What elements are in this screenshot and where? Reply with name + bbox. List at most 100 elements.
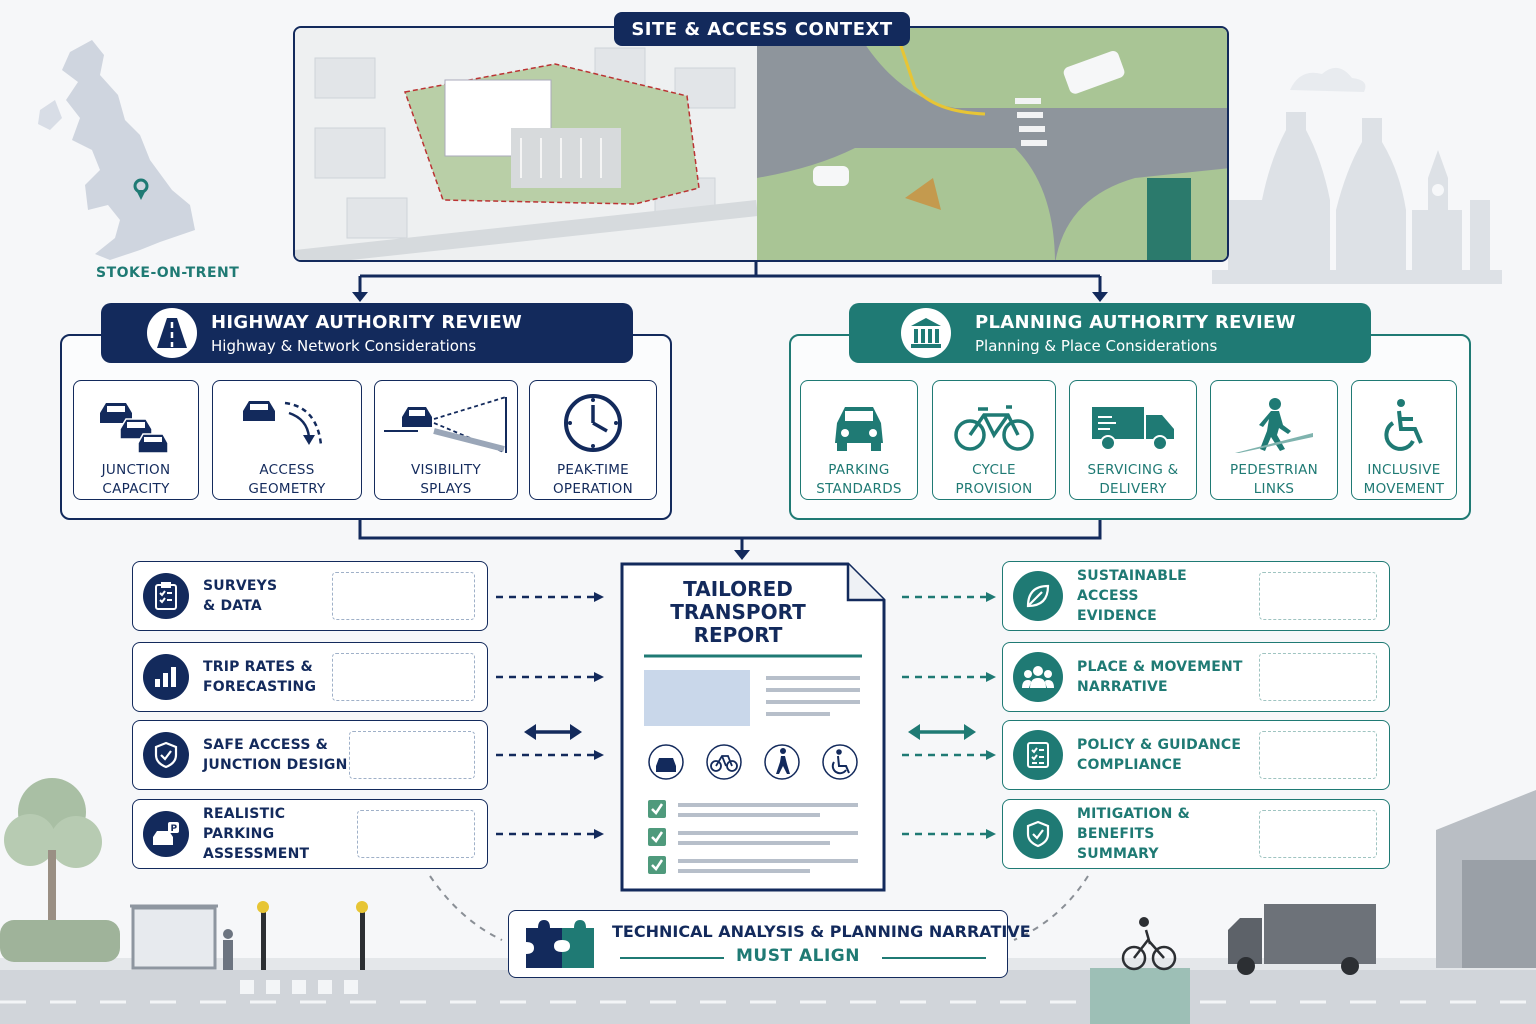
card-label-line1: PARKING	[828, 462, 890, 478]
placeholder-box	[332, 572, 475, 620]
civic-building-icon	[901, 308, 951, 358]
item-label-line1: MITIGATION & BENEFITS	[1077, 806, 1190, 842]
card-label-line1: PEAK-TIME	[556, 462, 630, 478]
card-label-line1: JUNCTION	[101, 462, 171, 478]
card-label-line1: SERVICING &	[1087, 462, 1179, 478]
card-label-line2: CAPACITY	[102, 481, 170, 497]
card-label-line1: CYCLE	[972, 462, 1016, 478]
item-label-line2: ASSESSMENT	[203, 846, 310, 862]
card-visibility-splays: VISIBILITY SPLAYS	[374, 380, 518, 500]
truck-icon	[1090, 391, 1176, 453]
item-label-line1: TRIP RATES &	[203, 659, 313, 675]
clock-icon	[563, 391, 623, 453]
wheelchair-icon	[1379, 391, 1429, 453]
item-mitigation-benefits-summary: MITIGATION & BENEFITS SUMMARY	[1002, 799, 1390, 869]
report-title-line1: TAILORED	[683, 577, 793, 601]
item-label-line2: NARRATIVE	[1077, 679, 1168, 695]
card-label-line2: SPLAYS	[420, 481, 472, 497]
item-label-line2: FORECASTING	[203, 679, 317, 695]
card-label-line2: STANDARDS	[816, 481, 902, 497]
bar-chart-icon	[143, 654, 189, 700]
card-label-line2: LINKS	[1253, 481, 1295, 497]
svg-text:P: P	[171, 824, 178, 834]
planning-authority-header: PLANNING AUTHORITY REVIEW Planning & Pla…	[849, 303, 1371, 363]
item-label-line2: EVIDENCE	[1077, 608, 1157, 624]
report-wheelchair-icon	[831, 749, 850, 775]
card-label-line1: ACCESS	[259, 462, 315, 478]
card-label-line2: OPERATION	[553, 481, 633, 497]
card-inclusive-movement: INCLUSIVE MOVEMENT	[1351, 380, 1457, 500]
item-sustainable-access-evidence: SUSTAINABLE ACCESS EVIDENCE	[1002, 561, 1390, 631]
placeholder-box	[1259, 731, 1377, 779]
report-pedestrian-icon	[776, 748, 790, 774]
planning-review-title: PLANNING AUTHORITY REVIEW	[975, 311, 1296, 333]
planning-review-subtitle: Planning & Place Considerations	[975, 336, 1218, 355]
checklist-icon	[1013, 730, 1063, 780]
item-place-movement-narrative: PLACE & MOVEMENT NARRATIVE	[1002, 642, 1390, 712]
report-title-line2: TRANSPORT	[670, 600, 806, 624]
item-realistic-parking-assessment: P REALISTIC PARKING ASSESSMENT	[132, 799, 488, 869]
pedestrian-icon	[1231, 391, 1317, 453]
site-context-map	[293, 26, 1229, 262]
item-safe-access-junction-design: SAFE ACCESS &JUNCTION DESIGN	[132, 720, 488, 790]
card-peak-time-operation: PEAK-TIME OPERATION	[529, 380, 657, 500]
card-access-geometry: ACCESS GEOMETRY	[212, 380, 362, 500]
tailored-transport-report-document	[620, 562, 886, 892]
cars-queue-icon	[96, 391, 176, 453]
bicycle-icon	[954, 391, 1034, 453]
item-label-line2: COMPLIANCE	[1077, 757, 1182, 773]
card-label-line1: PEDESTRIAN	[1229, 462, 1319, 478]
card-label-line1: VISIBILITY	[410, 462, 481, 478]
item-label-line1: SUSTAINABLE ACCESS	[1077, 568, 1187, 604]
card-label-line2: GEOMETRY	[248, 481, 326, 497]
card-label-line2: DELIVERY	[1099, 481, 1167, 497]
card-cycle-provision: CYCLE PROVISION	[932, 380, 1056, 500]
uk-map	[62, 40, 195, 260]
card-label-line2: PROVISION	[955, 481, 1033, 497]
puzzle-icon	[526, 920, 594, 968]
report-checklist	[648, 800, 858, 874]
item-trip-rates-forecasting: TRIP RATES & FORECASTING	[132, 642, 488, 712]
report-title-line3: REPORT	[693, 623, 783, 647]
site-access-context-title: SITE & ACCESS CONTEXT	[614, 12, 910, 46]
card-label-line1: INCLUSIVE	[1367, 462, 1441, 478]
card-parking-standards: PARKING STANDARDS	[800, 380, 918, 500]
item-label-line1: POLICY & GUIDANCE	[1077, 737, 1242, 753]
visibility-splay-icon	[384, 391, 508, 453]
placeholder-box	[1259, 572, 1377, 620]
report-title: TAILORED TRANSPORT REPORT	[620, 578, 856, 647]
item-surveys-data: SURVEYS & DATA	[132, 561, 488, 631]
shield-check-icon	[1013, 809, 1063, 859]
road-icon	[147, 308, 197, 358]
card-pedestrian-links: PEDESTRIAN LINKS	[1210, 380, 1338, 500]
item-label-line2: JUNCTION DESIGN	[203, 757, 348, 773]
location-label: STOKE-ON-TRENT	[96, 265, 240, 281]
card-label-line2: MOVEMENT	[1363, 481, 1445, 497]
align-subheading: MUST ALIGN	[736, 946, 860, 966]
align-underline-decoration	[620, 957, 986, 959]
placeholder-box	[332, 653, 475, 701]
card-servicing-delivery: SERVICING & DELIVERY	[1069, 380, 1197, 500]
highway-authority-header: HIGHWAY AUTHORITY REVIEW Highway & Netwo…	[101, 303, 633, 363]
placeholder-box	[1259, 653, 1377, 701]
item-label-line1: PLACE & MOVEMENT	[1077, 659, 1243, 675]
item-label-line2: SUMMARY	[1077, 846, 1159, 862]
highway-review-title: HIGHWAY AUTHORITY REVIEW	[211, 311, 523, 333]
align-heading: TECHNICAL ANALYSIS & PLANNING NARRATIVE	[612, 922, 1031, 941]
leaf-icon	[1013, 571, 1063, 621]
shield-check-icon	[143, 732, 189, 778]
item-label-line1: SURVEYS	[203, 578, 278, 594]
report-car-icon	[656, 758, 676, 772]
highway-review-subtitle: Highway & Network Considerations	[211, 336, 477, 355]
car-icon	[831, 391, 887, 453]
item-label-line2: & DATA	[203, 598, 262, 614]
card-junction-capacity: JUNCTION CAPACITY	[73, 380, 199, 500]
clipboard-icon	[143, 573, 189, 619]
people-icon	[1013, 652, 1063, 702]
parking-car-icon: P	[143, 811, 189, 857]
item-label-line1: REALISTIC PARKING	[203, 806, 286, 842]
report-bicycle-icon	[710, 755, 738, 772]
item-policy-guidance-compliance: POLICY & GUIDANCE COMPLIANCE	[1002, 720, 1390, 790]
placeholder-box	[357, 810, 475, 858]
